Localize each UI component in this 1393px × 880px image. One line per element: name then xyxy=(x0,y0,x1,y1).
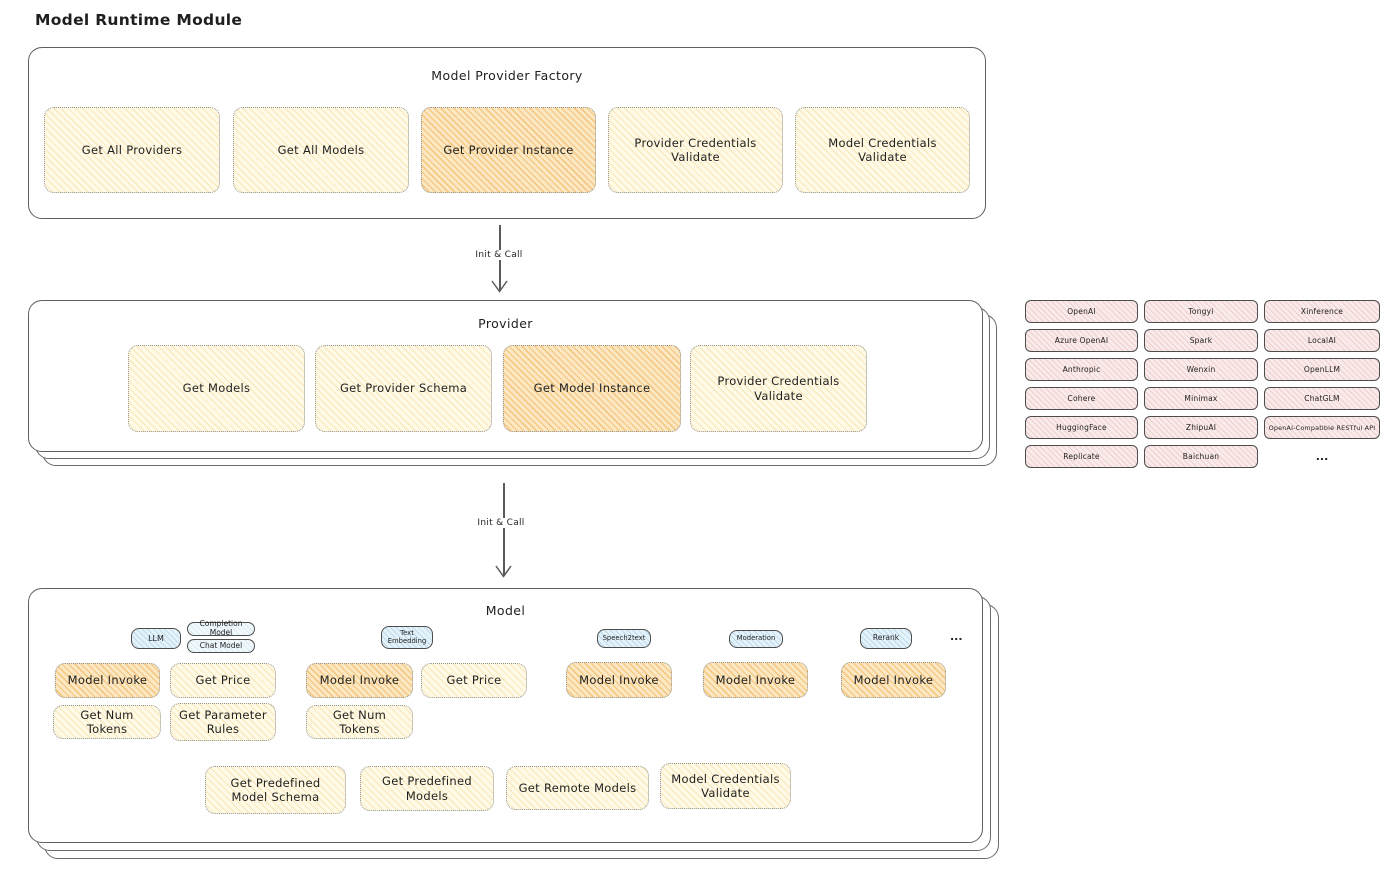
provider-chip: ZhipuAI xyxy=(1144,416,1258,439)
provider-chip: Wenxin xyxy=(1144,358,1258,381)
provider-chip: Tongyi xyxy=(1144,300,1258,323)
text-embedding-get-price: Get Price xyxy=(421,663,527,698)
arrow-provider-to-model xyxy=(503,483,505,576)
tab-llm: LLM xyxy=(131,628,181,649)
get-predefined-models: Get Predefined Models xyxy=(360,766,494,811)
tab-rerank: Rerank xyxy=(860,628,912,649)
provider-chip: Cohere xyxy=(1025,387,1138,410)
provider-chip-grid: OpenAI Tongyi Xinference Azure OpenAI Sp… xyxy=(1025,300,1381,468)
arrow1-label: Init & Call xyxy=(472,250,526,260)
provider-chip: Baichuan xyxy=(1144,445,1258,468)
provider-chip: ChatGLM xyxy=(1264,387,1380,410)
provider-chip: HuggingFace xyxy=(1025,416,1138,439)
provider-chips-ellipsis: ... xyxy=(1315,450,1329,463)
arrow2-label: Init & Call xyxy=(474,518,528,528)
provider-provider-credentials-validate: Provider Credentials Validate xyxy=(690,345,867,432)
provider-chip: Xinference xyxy=(1264,300,1380,323)
factory-get-provider-instance: Get Provider Instance xyxy=(421,107,596,193)
llm-get-price: Get Price xyxy=(170,663,276,698)
llm-get-parameter-rules: Get Parameter Rules xyxy=(170,703,276,741)
get-predefined-model-schema: Get Predefined Model Schema xyxy=(205,766,346,814)
llm-model-invoke: Model Invoke xyxy=(55,663,160,698)
moderation-model-invoke: Model Invoke xyxy=(703,662,808,698)
provider-get-model-instance: Get Model Instance xyxy=(503,345,681,432)
provider-chip: OpenAI-Compatible RESTful API xyxy=(1264,416,1380,439)
tab-chat-model: Chat Model xyxy=(187,639,255,653)
provider-chip: Spark xyxy=(1144,329,1258,352)
factory-model-credentials-validate: Model Credentials Validate xyxy=(795,107,970,193)
provider-chip: Anthropic xyxy=(1025,358,1138,381)
factory-title: Model Provider Factory xyxy=(431,68,583,83)
factory-provider-credentials-validate: Provider Credentials Validate xyxy=(608,107,783,193)
tab-text-embedding: Text Embedding xyxy=(381,626,433,649)
model-credentials-validate: Model Credentials Validate xyxy=(660,763,791,809)
tabs-ellipsis: ... xyxy=(950,630,963,643)
tab-moderation: Moderation xyxy=(729,630,783,648)
llm-get-num-tokens: Get Num Tokens xyxy=(53,705,161,739)
provider-chip: Azure OpenAI xyxy=(1025,329,1138,352)
provider-chip: OpenAI xyxy=(1025,300,1138,323)
text-embedding-get-num-tokens: Get Num Tokens xyxy=(306,705,413,739)
provider-chip: Minimax xyxy=(1144,387,1258,410)
get-remote-models: Get Remote Models xyxy=(506,766,649,810)
diagram-title: Model Runtime Module xyxy=(35,11,243,29)
factory-get-all-providers: Get All Providers xyxy=(44,107,220,193)
provider-chip: Replicate xyxy=(1025,445,1138,468)
provider-get-models: Get Models xyxy=(128,345,305,432)
factory-get-all-models: Get All Models xyxy=(233,107,409,193)
arrow-head-icon xyxy=(491,280,508,293)
tab-completion-model: Completion Model xyxy=(187,620,255,637)
rerank-model-invoke: Model Invoke xyxy=(841,662,946,698)
provider-title: Provider xyxy=(478,316,533,331)
arrow-head-icon xyxy=(495,565,512,578)
speech2text-model-invoke: Model Invoke xyxy=(566,662,672,698)
provider-chip: OpenLLM xyxy=(1264,358,1380,381)
text-embedding-model-invoke: Model Invoke xyxy=(306,663,413,698)
tab-speech2text: Speech2text xyxy=(597,629,651,648)
model-title: Model xyxy=(485,603,526,618)
provider-get-provider-schema: Get Provider Schema xyxy=(315,345,492,432)
provider-chip: LocalAI xyxy=(1264,329,1380,352)
